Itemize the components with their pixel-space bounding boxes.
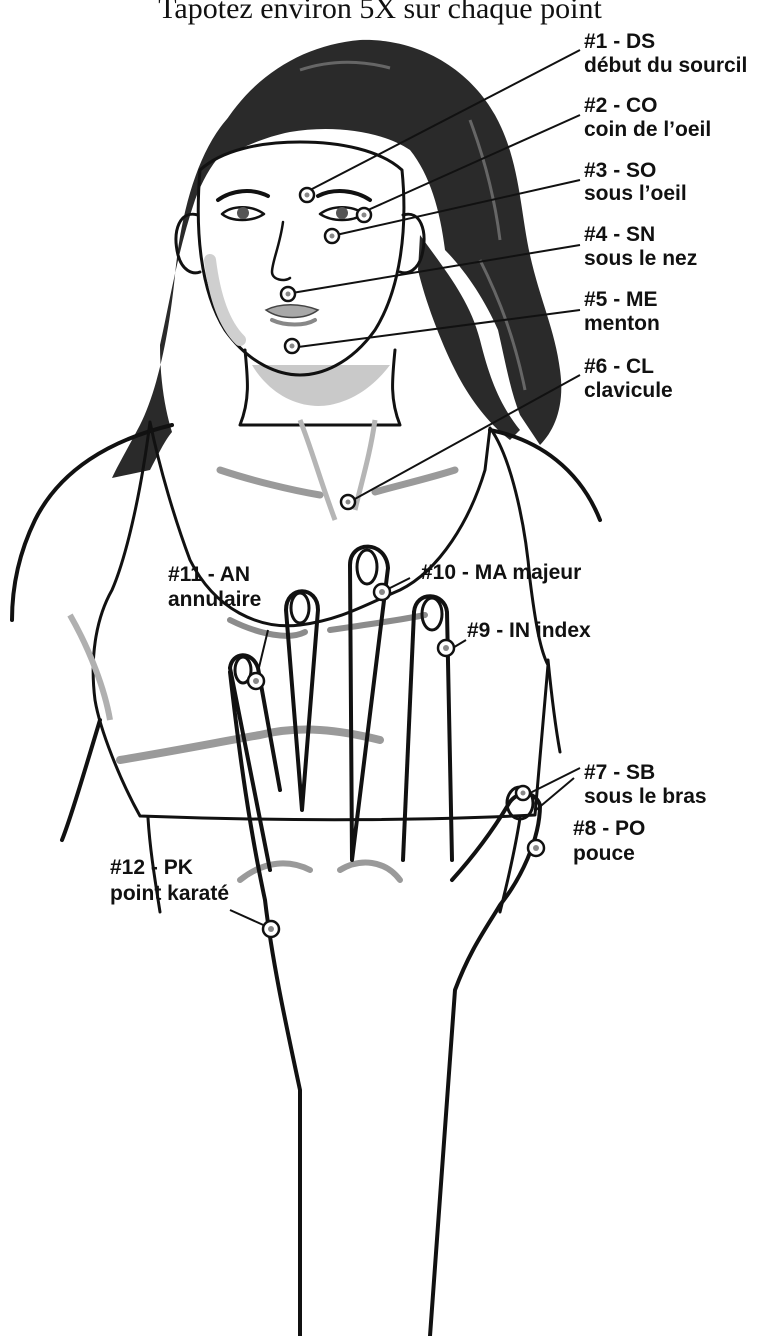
label-me-desc: menton xyxy=(584,312,660,335)
label-po-desc: pouce xyxy=(573,842,635,865)
point-marker-cl xyxy=(341,495,355,509)
label-an-desc: annulaire xyxy=(168,588,261,611)
hand-illustration xyxy=(230,547,540,1336)
label-ds-desc: début du sourcil xyxy=(584,54,747,77)
label-an-code: #11 - AN xyxy=(168,563,250,586)
point-marker-ds xyxy=(300,188,314,202)
point-marker-ma xyxy=(374,584,390,600)
diagram-title: Tapotez environ 5X sur chaque point xyxy=(158,0,602,25)
label-co-code: #2 - CO xyxy=(584,94,658,117)
label-cl-desc: clavicule xyxy=(584,379,673,402)
label-ma-code: #10 - MA majeur xyxy=(421,561,581,584)
label-sn-code: #4 - SN xyxy=(584,223,655,246)
label-ds-code: #1 - DS xyxy=(584,30,655,53)
label-pk-desc: point karaté xyxy=(110,882,229,905)
label-sn-desc: sous le nez xyxy=(584,247,697,270)
label-me-code: #5 - ME xyxy=(584,288,658,311)
label-cl-code: #6 - CL xyxy=(584,355,654,378)
label-sb-code: #7 - SB xyxy=(584,761,655,784)
point-marker-sb xyxy=(516,786,530,800)
face-illustration xyxy=(176,142,424,375)
label-po-code: #8 - PO xyxy=(573,817,645,840)
point-marker-pk xyxy=(263,921,279,937)
label-co-desc: coin de l’oeil xyxy=(584,118,711,141)
point-marker-sn xyxy=(281,287,295,301)
point-marker-me xyxy=(285,339,299,353)
point-marker-an xyxy=(248,673,264,689)
point-marker-po xyxy=(528,840,544,856)
label-sb-desc: sous le bras xyxy=(584,785,707,808)
label-in-code: #9 - IN index xyxy=(467,619,591,642)
point-marker-co xyxy=(357,208,371,222)
label-so-desc: sous l’oeil xyxy=(584,182,687,205)
point-marker-so xyxy=(325,229,339,243)
label-pk-code: #12 - PK xyxy=(110,856,193,879)
point-marker-in xyxy=(438,640,454,656)
label-so-code: #3 - SO xyxy=(584,159,656,182)
